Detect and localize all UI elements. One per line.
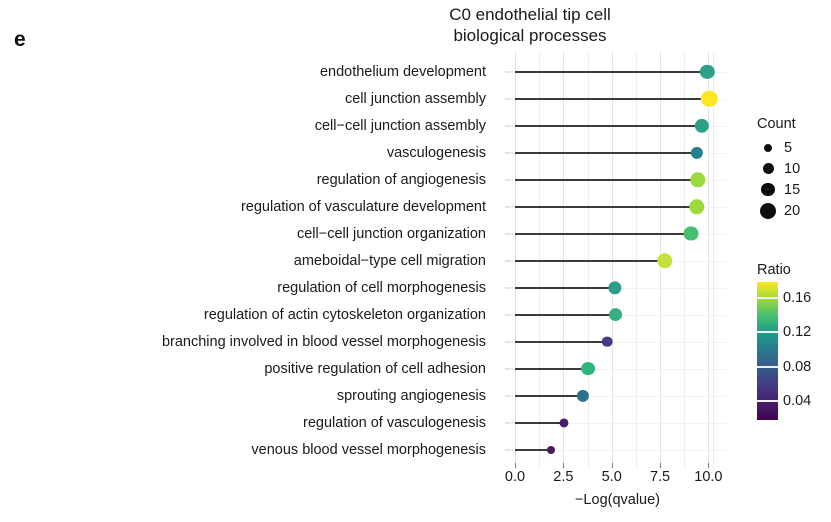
lollipop-stem [515, 178, 698, 181]
chart-title: C0 endothelial tip cell biological proce… [400, 4, 660, 46]
colorbar-tick-label: 0.04 [783, 393, 812, 410]
lollipop-stem [515, 394, 583, 397]
lollipop-stem [515, 367, 589, 370]
colorbar-tick [757, 296, 778, 299]
y-axis-category-label: sprouting angiogenesis [336, 387, 486, 404]
colorbar-tick [757, 331, 778, 334]
gridline-horizontal [509, 422, 726, 424]
lollipop-stem [515, 205, 697, 208]
gridline-horizontal [509, 341, 726, 343]
x-axis-tick-label: 2.5 [553, 469, 574, 485]
lollipop-stem [515, 232, 691, 235]
colorbar-tick [757, 365, 778, 368]
chart-title-line-1: C0 endothelial tip cell [449, 5, 611, 24]
colorbar-tick-label: 0.12 [783, 324, 812, 341]
legend-count-title: Count [757, 116, 796, 132]
x-axis-title: −Log(qvalue) [574, 492, 661, 508]
x-axis-tick [611, 463, 613, 468]
x-axis-tick [660, 463, 662, 468]
data-point-dot[interactable] [657, 252, 673, 269]
legend-count-item: 20 [757, 200, 831, 221]
data-point-dot[interactable] [576, 389, 589, 402]
data-point-dot[interactable] [581, 361, 596, 376]
legend-count-item-label: 15 [784, 181, 801, 198]
data-point-dot[interactable] [546, 445, 555, 454]
lollipop-stem [515, 70, 708, 73]
data-rows [515, 58, 720, 463]
gridline-horizontal [509, 395, 726, 397]
data-point-dot[interactable] [690, 146, 703, 159]
x-axis-ticks: 0.0 2.5 5.0 7.5 10.0 [505, 463, 723, 485]
data-point-dot[interactable] [608, 307, 623, 322]
lollipop-stem [515, 151, 697, 154]
data-point-dot[interactable] [690, 171, 706, 188]
gridline-horizontal [509, 449, 726, 451]
y-axis-category-label: regulation of cell morphogenesis [277, 279, 486, 296]
y-axis-category-label: regulation of vasculogenesis [303, 414, 486, 431]
x-axis-tick-label: 7.5 [649, 469, 671, 485]
y-axis-category-label: endothelium development [319, 63, 486, 80]
lollipop-stem [515, 421, 565, 424]
x-axis-tick-label: 5.0 [601, 469, 622, 485]
y-axis-category-label: vasculogenesis [386, 144, 486, 161]
y-axis-category-label: regulation of angiogenesis [316, 171, 486, 188]
legend-count-dot-icon [757, 182, 779, 197]
data-point-dot[interactable] [700, 64, 715, 79]
data-point-dot[interactable] [683, 226, 699, 241]
y-axis-category-label: venous blood vessel morphogenesis [251, 441, 486, 458]
legend-ratio-title: Ratio [757, 262, 791, 278]
legend-count-item: 10 [757, 158, 831, 179]
legend-count: Count 5 10 15 20 [757, 116, 831, 221]
lollipop-stem [515, 259, 665, 262]
legend-count-item-label: 20 [784, 202, 801, 219]
y-axis-labels: endothelium development cell junction ass… [0, 58, 513, 463]
legend-count-dot-icon [757, 202, 779, 219]
legend-ratio: Ratio 0.16 0.12 0.08 0.04 [757, 262, 831, 422]
chart-title-line-2: biological processes [453, 26, 607, 45]
colorbar-tick [757, 400, 778, 403]
colorbar-gradient [757, 282, 778, 420]
data-point-dot[interactable] [694, 118, 709, 133]
x-axis-tick [563, 463, 565, 468]
x-axis-tick-label: 0.0 [504, 469, 526, 485]
data-point-dot[interactable] [601, 336, 613, 347]
y-axis-category-label: cell−cell junction assembly [314, 117, 486, 134]
data-point-dot[interactable] [701, 90, 718, 107]
legend-count-dot-icon [757, 163, 779, 174]
legend-count-dot-icon [757, 143, 779, 152]
y-axis-category-label: ameboidal−type cell migration [293, 252, 486, 269]
lollipop-stem [515, 340, 607, 343]
plot-area [509, 52, 726, 469]
x-axis-tick-label: 10.0 [694, 469, 723, 485]
lollipop-stem [515, 97, 710, 100]
colorbar-tick-label: 0.16 [783, 289, 812, 306]
panel-letter: e [14, 28, 26, 51]
lollipop-stem [515, 124, 702, 127]
data-point-dot[interactable] [607, 280, 622, 295]
lollipop-stem [515, 313, 616, 316]
data-point-dot[interactable] [689, 198, 705, 215]
lollipop-stem [515, 286, 615, 289]
y-axis-category-label: cell−cell junction organization [296, 225, 486, 242]
legend-count-item-label: 10 [784, 160, 801, 177]
y-axis-category-label: regulation of actin cytoskeleton organiz… [203, 306, 486, 323]
colorbar-wrapper: 0.16 0.12 0.08 0.04 [757, 282, 831, 422]
lollipop-stem [515, 448, 551, 451]
y-axis-category-label: cell junction assembly [344, 90, 486, 107]
legend-count-items: 5 10 15 20 [757, 137, 831, 221]
data-point-dot[interactable] [559, 417, 569, 428]
x-axis-tick [515, 463, 516, 468]
y-axis-category-label: regulation of vasculature development [240, 198, 486, 215]
legend-count-item-label: 5 [784, 139, 793, 156]
gridline-horizontal [509, 368, 726, 370]
colorbar-tick-label: 0.08 [783, 358, 812, 375]
y-axis-category-label: positive regulation of cell adhesion [264, 360, 486, 377]
x-axis-tick [708, 463, 710, 468]
legend-count-item: 5 [757, 137, 831, 158]
legend-count-item: 15 [757, 179, 831, 200]
y-axis-category-label: branching involved in blood vessel morph… [161, 333, 486, 350]
